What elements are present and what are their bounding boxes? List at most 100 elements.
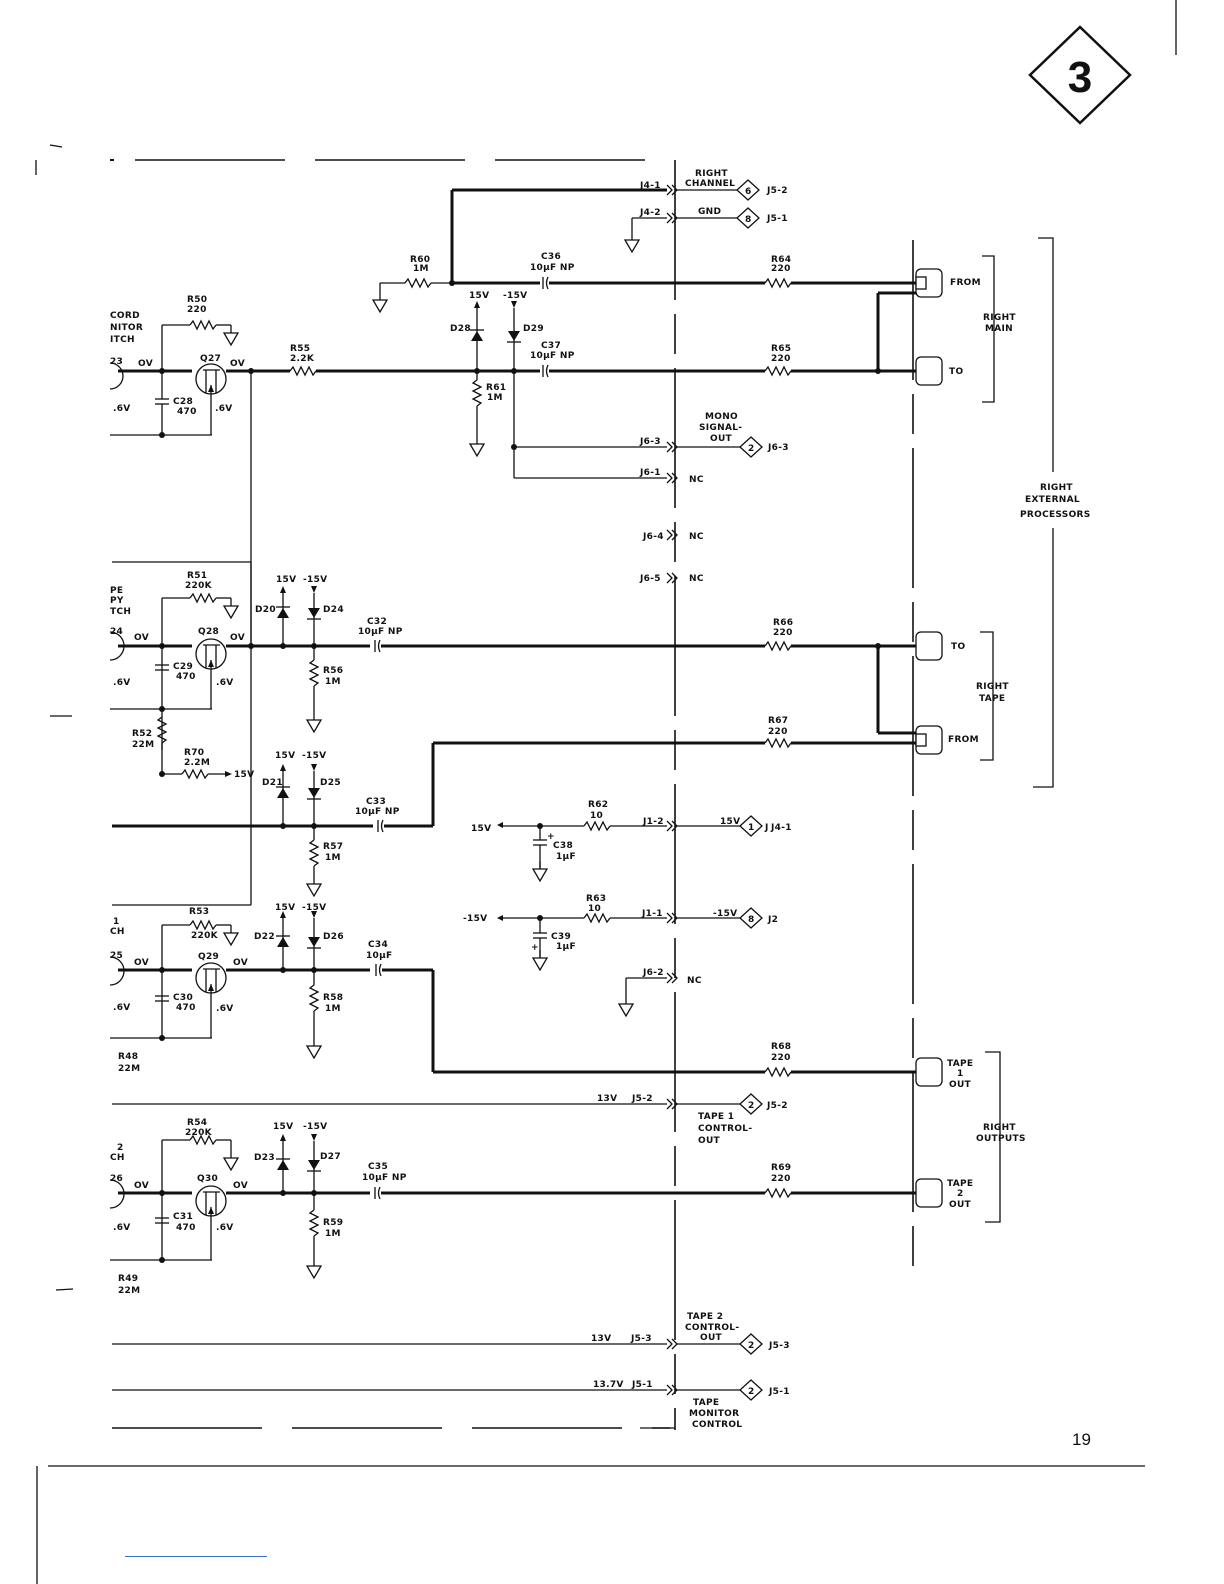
svg-text:C35: C35 — [368, 1162, 388, 1172]
svg-text:D23: D23 — [254, 1153, 275, 1163]
svg-text:220K: 220K — [185, 581, 213, 591]
svg-text:-15V: -15V — [302, 903, 326, 913]
svg-text:R56: R56 — [323, 666, 343, 676]
svg-text:22M: 22M — [118, 1286, 140, 1296]
svg-text:D27: D27 — [320, 1152, 341, 1162]
svg-text:R53: R53 — [189, 907, 209, 917]
svg-text:R51: R51 — [187, 571, 207, 581]
svg-text:J5-1: J5-1 — [768, 1387, 790, 1397]
svg-text:R54: R54 — [187, 1118, 207, 1128]
tape-from-path: 15V D21 -15V D25 R57 1M C33 10µF NP R67 … — [112, 562, 916, 906]
svg-text:NC: NC — [689, 574, 704, 584]
svg-text:D22: D22 — [254, 932, 275, 942]
svg-text:.6V: .6V — [216, 1004, 234, 1014]
svg-text:Q27: Q27 — [200, 354, 221, 364]
svg-text:.6V: .6V — [215, 404, 233, 414]
svg-text:J6-5: J6-5 — [639, 574, 661, 584]
jack-from-tape: FROM — [948, 735, 979, 745]
svg-text:RIGHT: RIGHT — [695, 169, 728, 179]
svg-text:-15V: -15V — [302, 751, 326, 761]
svg-text:220: 220 — [768, 727, 788, 737]
svg-text:MONO: MONO — [705, 412, 738, 422]
svg-text:NC: NC — [689, 532, 704, 542]
svg-text:470: 470 — [176, 672, 196, 682]
svg-text:1M: 1M — [325, 677, 341, 687]
svg-text:15V: 15V — [469, 291, 489, 301]
margin-marks — [35, 0, 1177, 1584]
svg-text:10: 10 — [590, 811, 603, 821]
svg-text:25: 25 — [110, 951, 123, 961]
svg-text:OUTPUTS: OUTPUTS — [976, 1134, 1026, 1144]
svg-text:TAPE: TAPE — [947, 1179, 973, 1189]
svg-text:J5-1: J5-1 — [631, 1380, 653, 1390]
svg-text:D28: D28 — [450, 324, 471, 334]
svg-text:R55: R55 — [290, 344, 310, 354]
svg-text:D24: D24 — [323, 605, 344, 615]
svg-text:22M: 22M — [118, 1064, 140, 1074]
svg-text:CHANNEL: CHANNEL — [685, 179, 735, 189]
svg-text:OV: OV — [230, 359, 245, 369]
tape-copy-stage: PE PY TCH 24 .6V OV C29 470 R52 22M R70 … — [109, 562, 916, 780]
svg-text:10µF NP: 10µF NP — [358, 627, 403, 637]
svg-text:R49: R49 — [118, 1274, 138, 1284]
jack-to-main: TO — [949, 367, 963, 377]
svg-text:J6-3: J6-3 — [767, 443, 789, 453]
svg-text:D25: D25 — [320, 778, 341, 788]
link-underline[interactable] — [125, 1556, 267, 1557]
svg-text:23: 23 — [110, 357, 123, 367]
svg-text:10µF NP: 10µF NP — [530, 263, 575, 273]
svg-text:GND: GND — [698, 207, 721, 217]
svg-text:SIGNAL-: SIGNAL- — [699, 423, 742, 433]
right-main-from-path: R60 1M C36 10µF NP R64 220 — [372, 252, 916, 313]
svg-text:OV: OV — [138, 359, 153, 369]
svg-text:NC: NC — [689, 475, 704, 485]
svg-text:NC: NC — [687, 976, 702, 986]
record-monitor-stage: CORD NITOR ITCH 23 .6V OV C28 470 Q27 .6… — [109, 291, 916, 563]
svg-text:220: 220 — [771, 1174, 791, 1184]
svg-text:-15V: -15V — [463, 914, 487, 924]
svg-text:R62: R62 — [588, 800, 608, 810]
svg-text:J6-4: J6-4 — [642, 532, 664, 542]
section-badge: 3 — [1028, 25, 1132, 125]
svg-text:RIGHT: RIGHT — [983, 313, 1016, 323]
svg-text:CH: CH — [110, 927, 125, 937]
svg-text:2: 2 — [748, 1101, 755, 1111]
svg-text:R68: R68 — [771, 1042, 791, 1052]
svg-text:R61: R61 — [486, 383, 506, 393]
svg-text:RIGHT: RIGHT — [983, 1123, 1016, 1133]
svg-text:220K: 220K — [185, 1128, 213, 1138]
svg-text:J4-1: J4-1 — [770, 823, 792, 833]
svg-text:+: + — [531, 943, 539, 953]
svg-text:OV: OV — [233, 1181, 248, 1191]
svg-text:Q28: Q28 — [198, 627, 219, 637]
svg-text:.6V: .6V — [113, 1003, 131, 1013]
svg-text:15V: 15V — [273, 1122, 293, 1132]
svg-text:J2: J2 — [767, 915, 778, 925]
svg-text:MONITOR: MONITOR — [689, 1409, 739, 1419]
svg-text:J1-1: J1-1 — [641, 909, 663, 919]
svg-text:J6-3: J6-3 — [639, 437, 661, 447]
svg-text:OUT: OUT — [700, 1333, 723, 1343]
svg-text:D21: D21 — [262, 778, 283, 788]
svg-text:CONTROL-: CONTROL- — [685, 1323, 739, 1333]
svg-text:J5-2: J5-2 — [631, 1094, 653, 1104]
svg-text:10µF NP: 10µF NP — [355, 807, 400, 817]
svg-text:-15V: -15V — [303, 1122, 327, 1132]
svg-text:220K: 220K — [191, 931, 219, 941]
svg-text:-15V: -15V — [713, 909, 737, 919]
svg-text:10µF NP: 10µF NP — [362, 1173, 407, 1183]
svg-text:1M: 1M — [413, 264, 429, 274]
svg-text:220: 220 — [771, 354, 791, 364]
svg-text:J: J — [764, 823, 769, 833]
svg-text:C30: C30 — [173, 993, 193, 1003]
mono-signal-network: 15V D28 -15V D29 R61 1M J6-3 MONO SIGNAL… — [450, 291, 789, 584]
svg-text:15V: 15V — [275, 751, 295, 761]
svg-text:RIGHT: RIGHT — [1040, 483, 1073, 493]
svg-text:15V: 15V — [720, 817, 740, 827]
svg-text:220: 220 — [771, 1053, 791, 1063]
svg-text:OV: OV — [134, 1181, 149, 1191]
power-inputs: 15V + C38 1µF R62 10 J1-2 15V 1 J J4-1 -… — [463, 800, 792, 1017]
svg-text:C28: C28 — [173, 397, 193, 407]
svg-text:J4-1: J4-1 — [639, 181, 661, 191]
